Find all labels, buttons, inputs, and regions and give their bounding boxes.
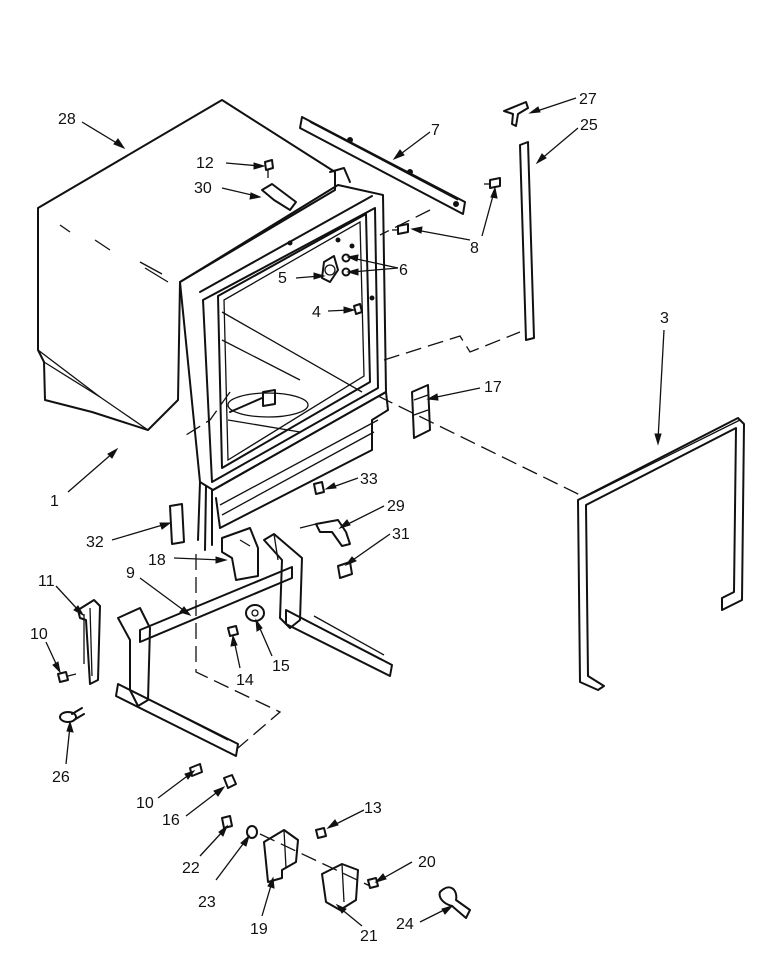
callout-29: 29 — [387, 498, 405, 515]
callout-8: 8 — [470, 240, 479, 257]
callout-26: 26 — [52, 769, 70, 786]
callout-25: 25 — [580, 117, 598, 134]
base-frame-part-9 — [115, 533, 393, 757]
callout-24: 24 — [396, 916, 414, 933]
callout-6: 6 — [399, 262, 408, 279]
top-rail-part-7 — [299, 116, 466, 215]
callout-17: 17 — [484, 379, 502, 396]
hardware-parts — [261, 159, 501, 495]
leveling-leg-part-26 — [59, 707, 85, 723]
callout-18: 18 — [148, 552, 166, 569]
callout-30: 31 — [392, 526, 410, 543]
door-gasket-part-3 — [577, 417, 745, 691]
callout-28: 28 — [58, 111, 76, 128]
callout-12: 12 — [196, 155, 214, 172]
callout-10-left: 10 — [30, 626, 48, 643]
callout-7: 7 — [431, 122, 440, 139]
bracket-part-17 — [411, 384, 431, 439]
callout-9: 9 — [126, 565, 135, 582]
callout-15: 15 — [272, 658, 290, 675]
callout-16: 16 — [162, 812, 180, 829]
side-strip-part-25 — [519, 141, 535, 341]
callout-11: 11 — [38, 573, 55, 590]
clamp-part-29 — [299, 519, 351, 547]
reference-dashed-lines — [185, 209, 581, 887]
callout-13: 13 — [364, 800, 382, 817]
callout-20: 20 — [418, 854, 436, 871]
tub-assembly — [179, 167, 389, 551]
callout-3: 3 — [660, 310, 669, 327]
block-part-18 — [221, 527, 259, 581]
callout-31: 30 — [194, 180, 212, 197]
callout-27: 27 — [579, 91, 597, 108]
nut-part-16 — [223, 774, 237, 789]
callout-5: 5 — [278, 270, 287, 287]
callout-32: 32 — [86, 534, 104, 551]
callout-4: 4 — [312, 304, 321, 321]
callout-19: 19 — [250, 921, 268, 938]
callout-10-bottom: 10 — [136, 795, 154, 812]
callout-leaders — [45, 97, 665, 927]
callout-22: 22 — [182, 860, 200, 877]
callout-labels: 28 12 30 7 8 5 6 4 27 25 3 17 1 33 29 31… — [30, 91, 669, 945]
strip-part-32 — [169, 503, 185, 545]
strike-part-27 — [503, 101, 529, 127]
screw-part-10-left — [57, 671, 77, 683]
hinge-part-11 — [77, 599, 101, 685]
callout-1: 1 — [50, 493, 59, 510]
foot-part-30 — [337, 561, 353, 579]
callout-14: 14 — [236, 672, 254, 689]
callout-33: 33 — [360, 471, 378, 488]
insulation-blanket-part-28 — [37, 99, 336, 431]
callout-21: 21 — [360, 928, 378, 945]
callout-23: 23 — [198, 894, 216, 911]
